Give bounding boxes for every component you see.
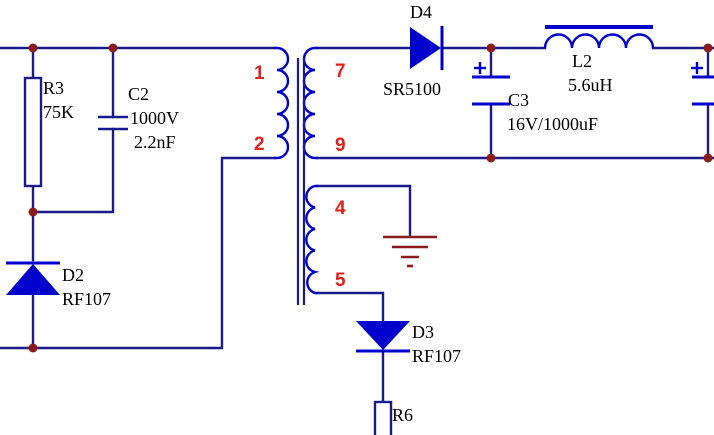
capacitor-c3: C3 16V/1000uF bbox=[472, 62, 598, 134]
plus-polarity-icon bbox=[474, 62, 486, 74]
d4-ref-label: D4 bbox=[410, 2, 432, 22]
junction-dot bbox=[108, 43, 118, 53]
aux-winding bbox=[305, 184, 320, 295]
c2-value-label: 2.2nF bbox=[134, 132, 176, 152]
junction-dot bbox=[703, 43, 713, 53]
wire-aux-bottom bbox=[316, 291, 385, 323]
wire-d2-bottom bbox=[31, 156, 276, 350]
d3-triangle bbox=[356, 321, 410, 350]
wire-c2-bottom bbox=[31, 127, 115, 214]
r6-ref-label: R6 bbox=[392, 405, 413, 425]
d4-part-label: SR5100 bbox=[383, 79, 441, 99]
diode-d3: D3 RF107 bbox=[356, 321, 461, 366]
d2-ref-label: D2 bbox=[62, 265, 84, 285]
pin-4-label: 4 bbox=[335, 198, 346, 219]
l2-coil bbox=[543, 33, 655, 49]
pin-5-label: 5 bbox=[335, 270, 346, 291]
resistor-r3-body bbox=[23, 76, 43, 188]
diode-d4: D4 SR5100 bbox=[383, 2, 444, 99]
secondary-winding bbox=[302, 46, 318, 160]
pin-2-label: 2 bbox=[254, 134, 265, 155]
pin-1-label: 1 bbox=[254, 63, 265, 84]
d3-ref-label: D3 bbox=[412, 322, 434, 342]
capacitor-c2: C2 1000V 2.2nF bbox=[98, 84, 179, 152]
c3-ref-label: C3 bbox=[508, 90, 529, 110]
c3-value-label: 16V/1000uF bbox=[507, 114, 598, 134]
l2-value-label: 5.6uH bbox=[568, 75, 613, 95]
r3-ref-label: R3 bbox=[43, 78, 64, 98]
junction-dot bbox=[28, 43, 38, 53]
pin-7-label: 7 bbox=[335, 61, 346, 82]
resistor-r6-body bbox=[373, 400, 393, 435]
l2-ref-label: L2 bbox=[572, 51, 592, 71]
c2-ref-label: C2 bbox=[128, 84, 149, 104]
r3-value-label: 75K bbox=[43, 102, 74, 122]
diode-d2: D2 RF107 bbox=[6, 261, 111, 309]
ground-icon bbox=[383, 235, 437, 268]
inductor-l2: L2 5.6uH bbox=[543, 25, 655, 95]
junction-dot bbox=[486, 43, 496, 53]
d2-triangle bbox=[6, 264, 60, 295]
d4-triangle bbox=[410, 27, 441, 69]
wires bbox=[0, 46, 714, 404]
transformer bbox=[274, 46, 320, 305]
wire-aux-top bbox=[316, 184, 412, 238]
pin-9-label: 9 bbox=[335, 135, 346, 156]
resistor-r3: R3 75K bbox=[23, 76, 74, 188]
capacitor-right-partial bbox=[691, 62, 714, 106]
junctions bbox=[28, 43, 713, 353]
junction-dot bbox=[28, 343, 38, 353]
junction-dot bbox=[703, 153, 713, 163]
plus-polarity-icon bbox=[691, 62, 703, 74]
c2-voltage-label: 1000V bbox=[130, 108, 179, 128]
d3-part-label: RF107 bbox=[412, 346, 461, 366]
primary-winding bbox=[274, 46, 290, 160]
d2-part-label: RF107 bbox=[62, 289, 111, 309]
junction-dot bbox=[28, 207, 38, 217]
resistor-r6: R6 bbox=[373, 400, 413, 435]
junction-dot bbox=[486, 153, 496, 163]
